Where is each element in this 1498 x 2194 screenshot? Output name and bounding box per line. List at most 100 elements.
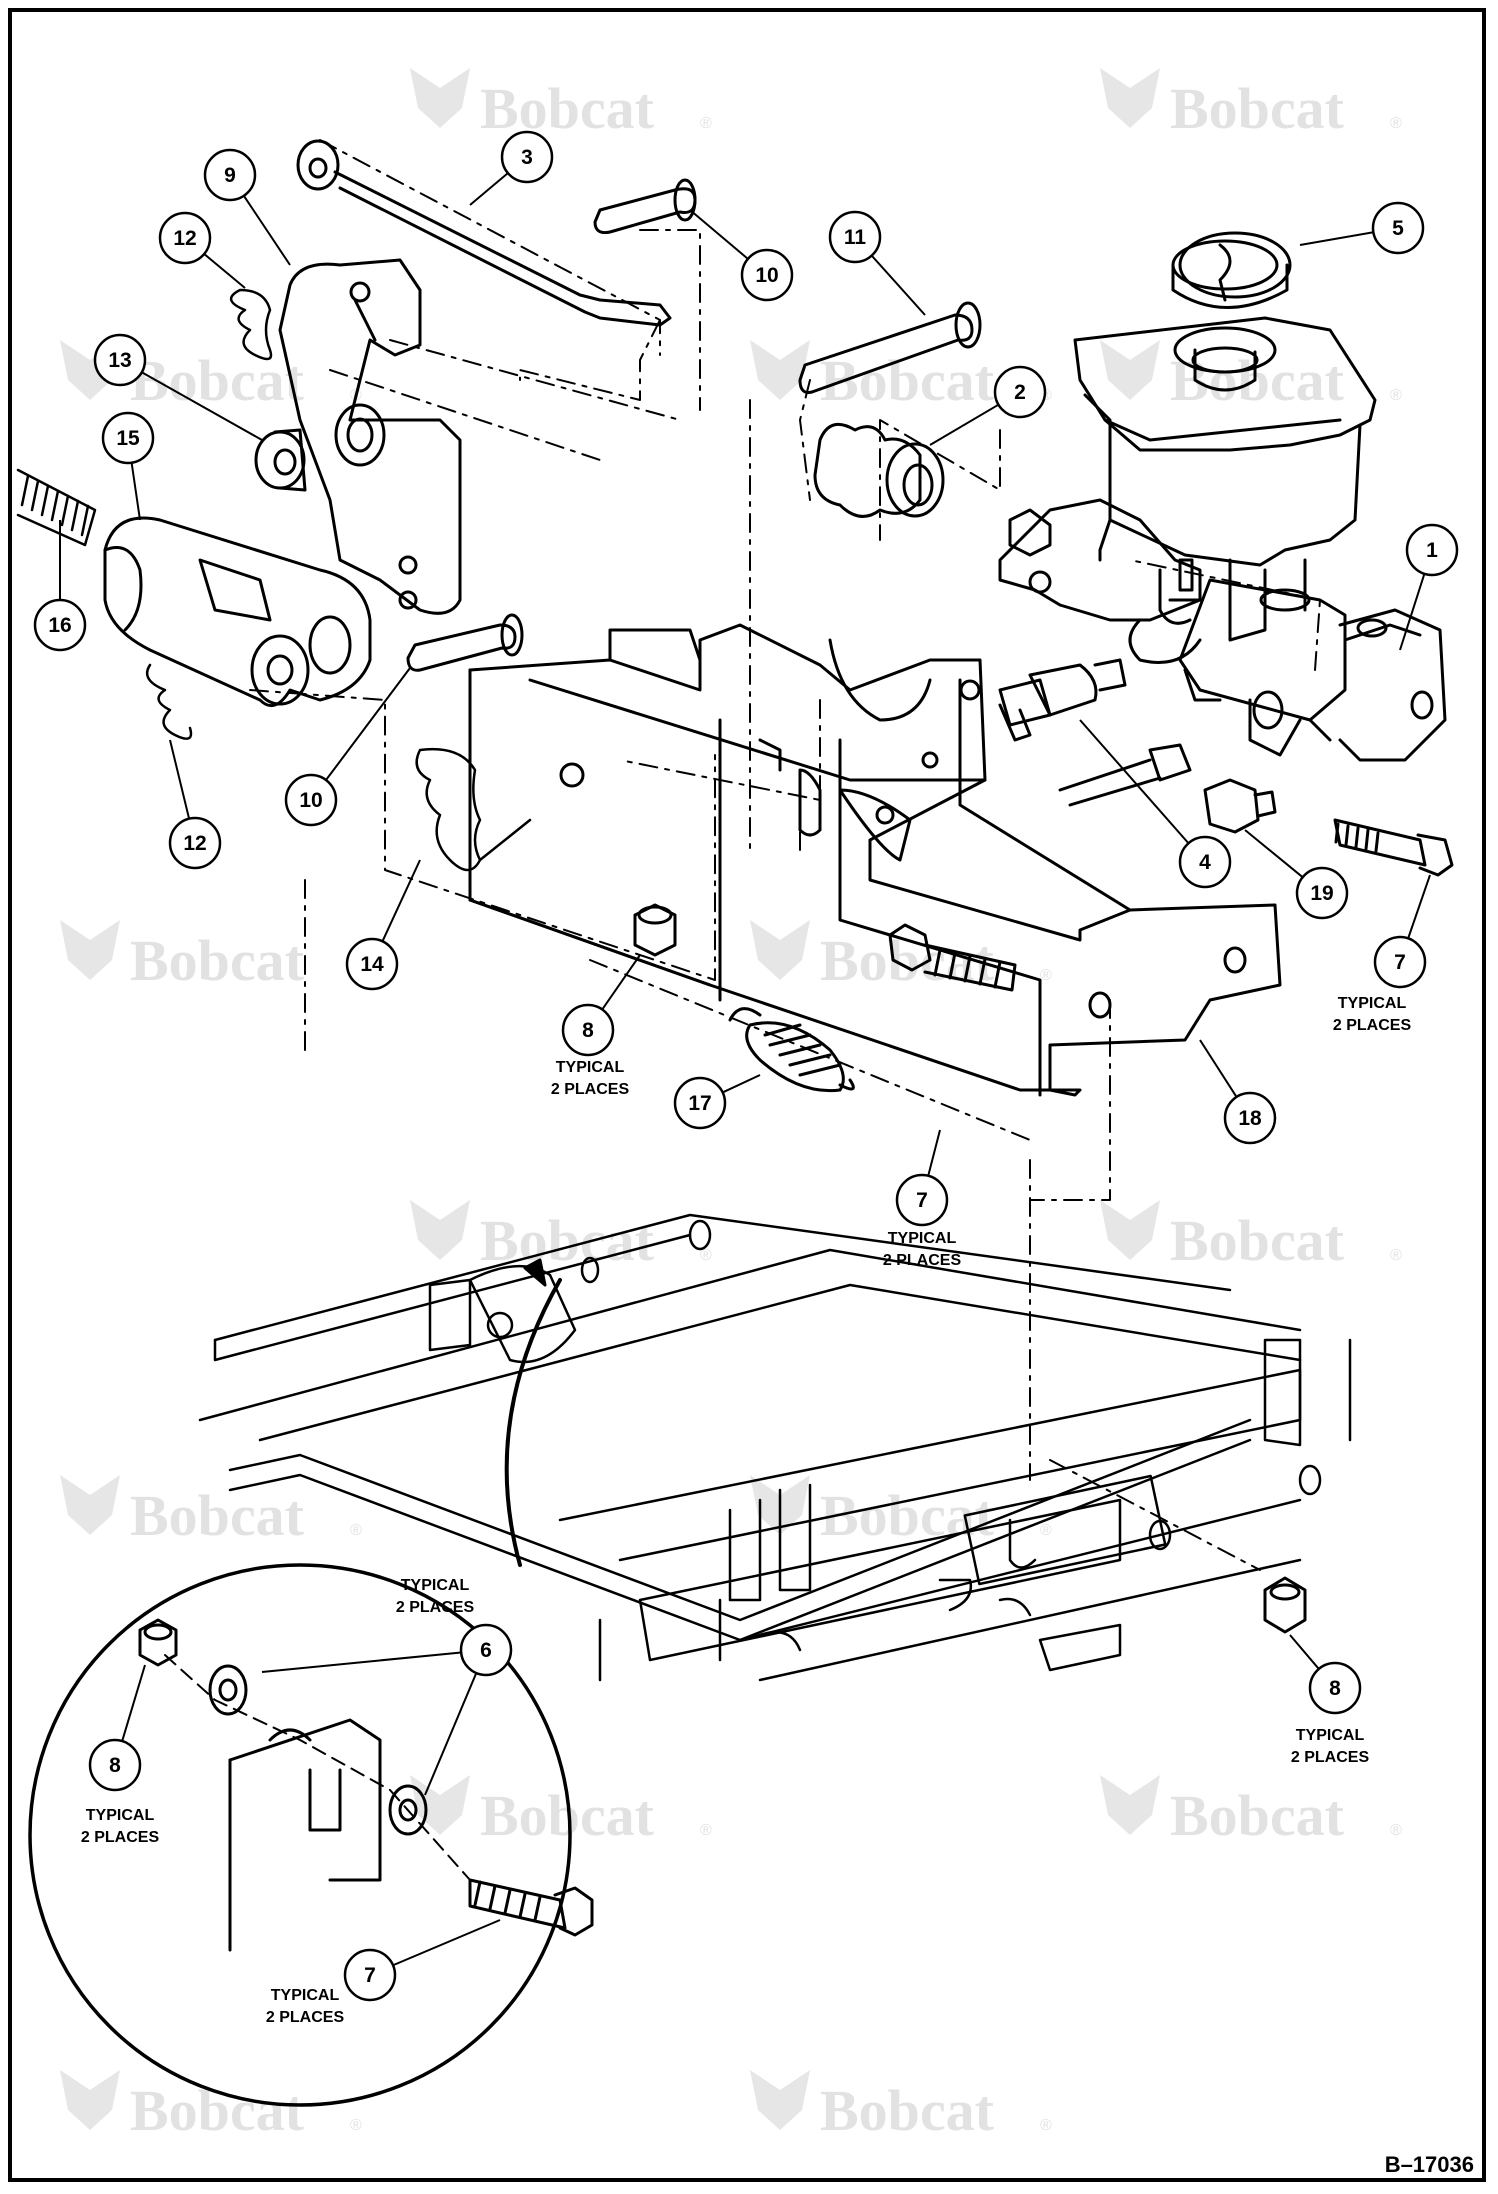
callout-bubble: 15: [101, 411, 155, 465]
callout-circle: [459, 1623, 513, 1677]
callout-bubble: 14: [345, 937, 399, 991]
callout-number: 12: [173, 227, 196, 250]
note-places: 2 PLACES: [81, 1829, 160, 1846]
callout-number: 8: [1329, 1677, 1341, 1700]
note-places: 2 PLACES: [396, 1599, 475, 1616]
bobcat-watermark: Bobcat ®: [60, 1475, 362, 1548]
page-border: [8, 8, 1486, 2182]
callout-bubble: 8: [561, 1003, 615, 1057]
push-rod: [296, 139, 672, 327]
leader-line: [927, 1129, 941, 1177]
note-places: 2 PLACES: [1333, 1017, 1412, 1034]
callout-circle: [203, 148, 257, 202]
leader-line: [424, 1672, 478, 1796]
callout-bubble: 7: [343, 1948, 397, 2002]
callout-bubble: 18: [1223, 1091, 1277, 1145]
callout-circle: [1373, 935, 1427, 989]
callout-number: 12: [183, 832, 206, 855]
plug: [1058, 743, 1277, 834]
callout-circle: [88, 1738, 142, 1792]
leader-line: [130, 462, 141, 521]
bobcat-watermark: Bobcat®: [750, 920, 1052, 993]
note-places: 2 PLACES: [883, 1252, 962, 1269]
callout-bubble: 12: [158, 211, 212, 265]
note-typical: TYPICAL: [556, 1059, 625, 1076]
callout-number: 5: [1392, 217, 1404, 240]
watermark-text: Bobcat: [1170, 1783, 1345, 1848]
callout-number: 10: [299, 789, 322, 812]
callout-bubble: 13: [93, 333, 147, 387]
hairpin-clips: [145, 288, 532, 872]
leader-line: [1399, 573, 1426, 651]
callout-number: 9: [224, 164, 236, 187]
leader-line: [381, 859, 421, 942]
leader-line: [1299, 231, 1374, 246]
bobcat-watermark: Bobcat®: [60, 2070, 362, 2143]
leader-line: [261, 1651, 462, 1673]
callout-number: 13: [108, 349, 131, 372]
callout-circle: [343, 1948, 397, 2002]
watermark-mark: ®: [1390, 387, 1402, 404]
leader-lines: [59, 172, 1431, 1967]
callout-bubble: 12: [168, 816, 222, 870]
leader-line: [601, 954, 641, 1011]
callout-number: 17: [688, 1092, 711, 1115]
chassis-frame: [198, 1213, 1352, 1682]
callout-number: 1: [1426, 539, 1438, 562]
callout-circle: [284, 773, 338, 827]
watermark-mark: ®: [1040, 1522, 1052, 1539]
watermark-mark: ®: [1390, 1247, 1402, 1264]
leader-line: [1079, 719, 1190, 844]
note-typical: TYPICAL: [1338, 995, 1407, 1012]
bobcat-watermark: Bobcat®: [410, 1775, 712, 1848]
watermark-text: Bobcat: [130, 1483, 305, 1548]
leader-line: [929, 403, 999, 446]
callout-circle: [1371, 201, 1425, 255]
callout-bubble: 10: [284, 773, 338, 827]
bolt-right: [1333, 818, 1454, 877]
bobcat-watermark: Bobcat®: [60, 920, 362, 993]
callout-bubble: 3: [500, 130, 554, 184]
watermark-mark: ®: [700, 115, 712, 132]
watermark-mark: ®: [1040, 2117, 1052, 2134]
callout-circle: [561, 1003, 615, 1057]
bobcat-watermark: Bobcat®: [410, 68, 712, 141]
callout-bubble: 17: [673, 1076, 727, 1130]
callout-number: 16: [48, 614, 71, 637]
bolt-center: [888, 923, 1017, 992]
master-cylinder: [998, 239, 1447, 762]
bobcat-watermark: Bobcat®: [1100, 1775, 1402, 1848]
callout-circle: [33, 598, 87, 652]
spring: [728, 1007, 855, 1093]
note-places: 2 PLACES: [1291, 1749, 1370, 1766]
callout-bubble: 7: [1373, 935, 1427, 989]
threaded-rod: [16, 468, 97, 547]
note-typical: TYPICAL: [271, 1987, 340, 2004]
callout-circle: [673, 1076, 727, 1130]
leader-line: [870, 254, 926, 316]
callout-number: 19: [1310, 882, 1333, 905]
nut-lower-right: [1263, 1576, 1307, 1634]
leader-line: [1407, 874, 1431, 939]
leader-line: [1289, 1634, 1320, 1670]
callout-number: 11: [844, 226, 867, 249]
leader-line: [1199, 1039, 1238, 1098]
alignment-lines: [249, 139, 1321, 1571]
brake-lever: [278, 258, 462, 615]
watermark-mark: ®: [700, 1247, 712, 1264]
callout-bubble: 6: [459, 1623, 513, 1677]
leader-line: [243, 195, 291, 266]
fitting: [1008, 508, 1052, 557]
watermark-text: Bobcat: [1170, 76, 1345, 141]
callout-number: 7: [916, 1189, 928, 1212]
brake-switch: [998, 658, 1127, 742]
watermark-mark: ®: [350, 1522, 362, 1539]
callout-number: 2: [1014, 381, 1026, 404]
bobcat-watermark: Bobcat®: [1100, 1200, 1402, 1273]
callout-bubble: 7: [895, 1173, 949, 1227]
bobcat-watermark: Bobcat®: [1100, 340, 1402, 413]
